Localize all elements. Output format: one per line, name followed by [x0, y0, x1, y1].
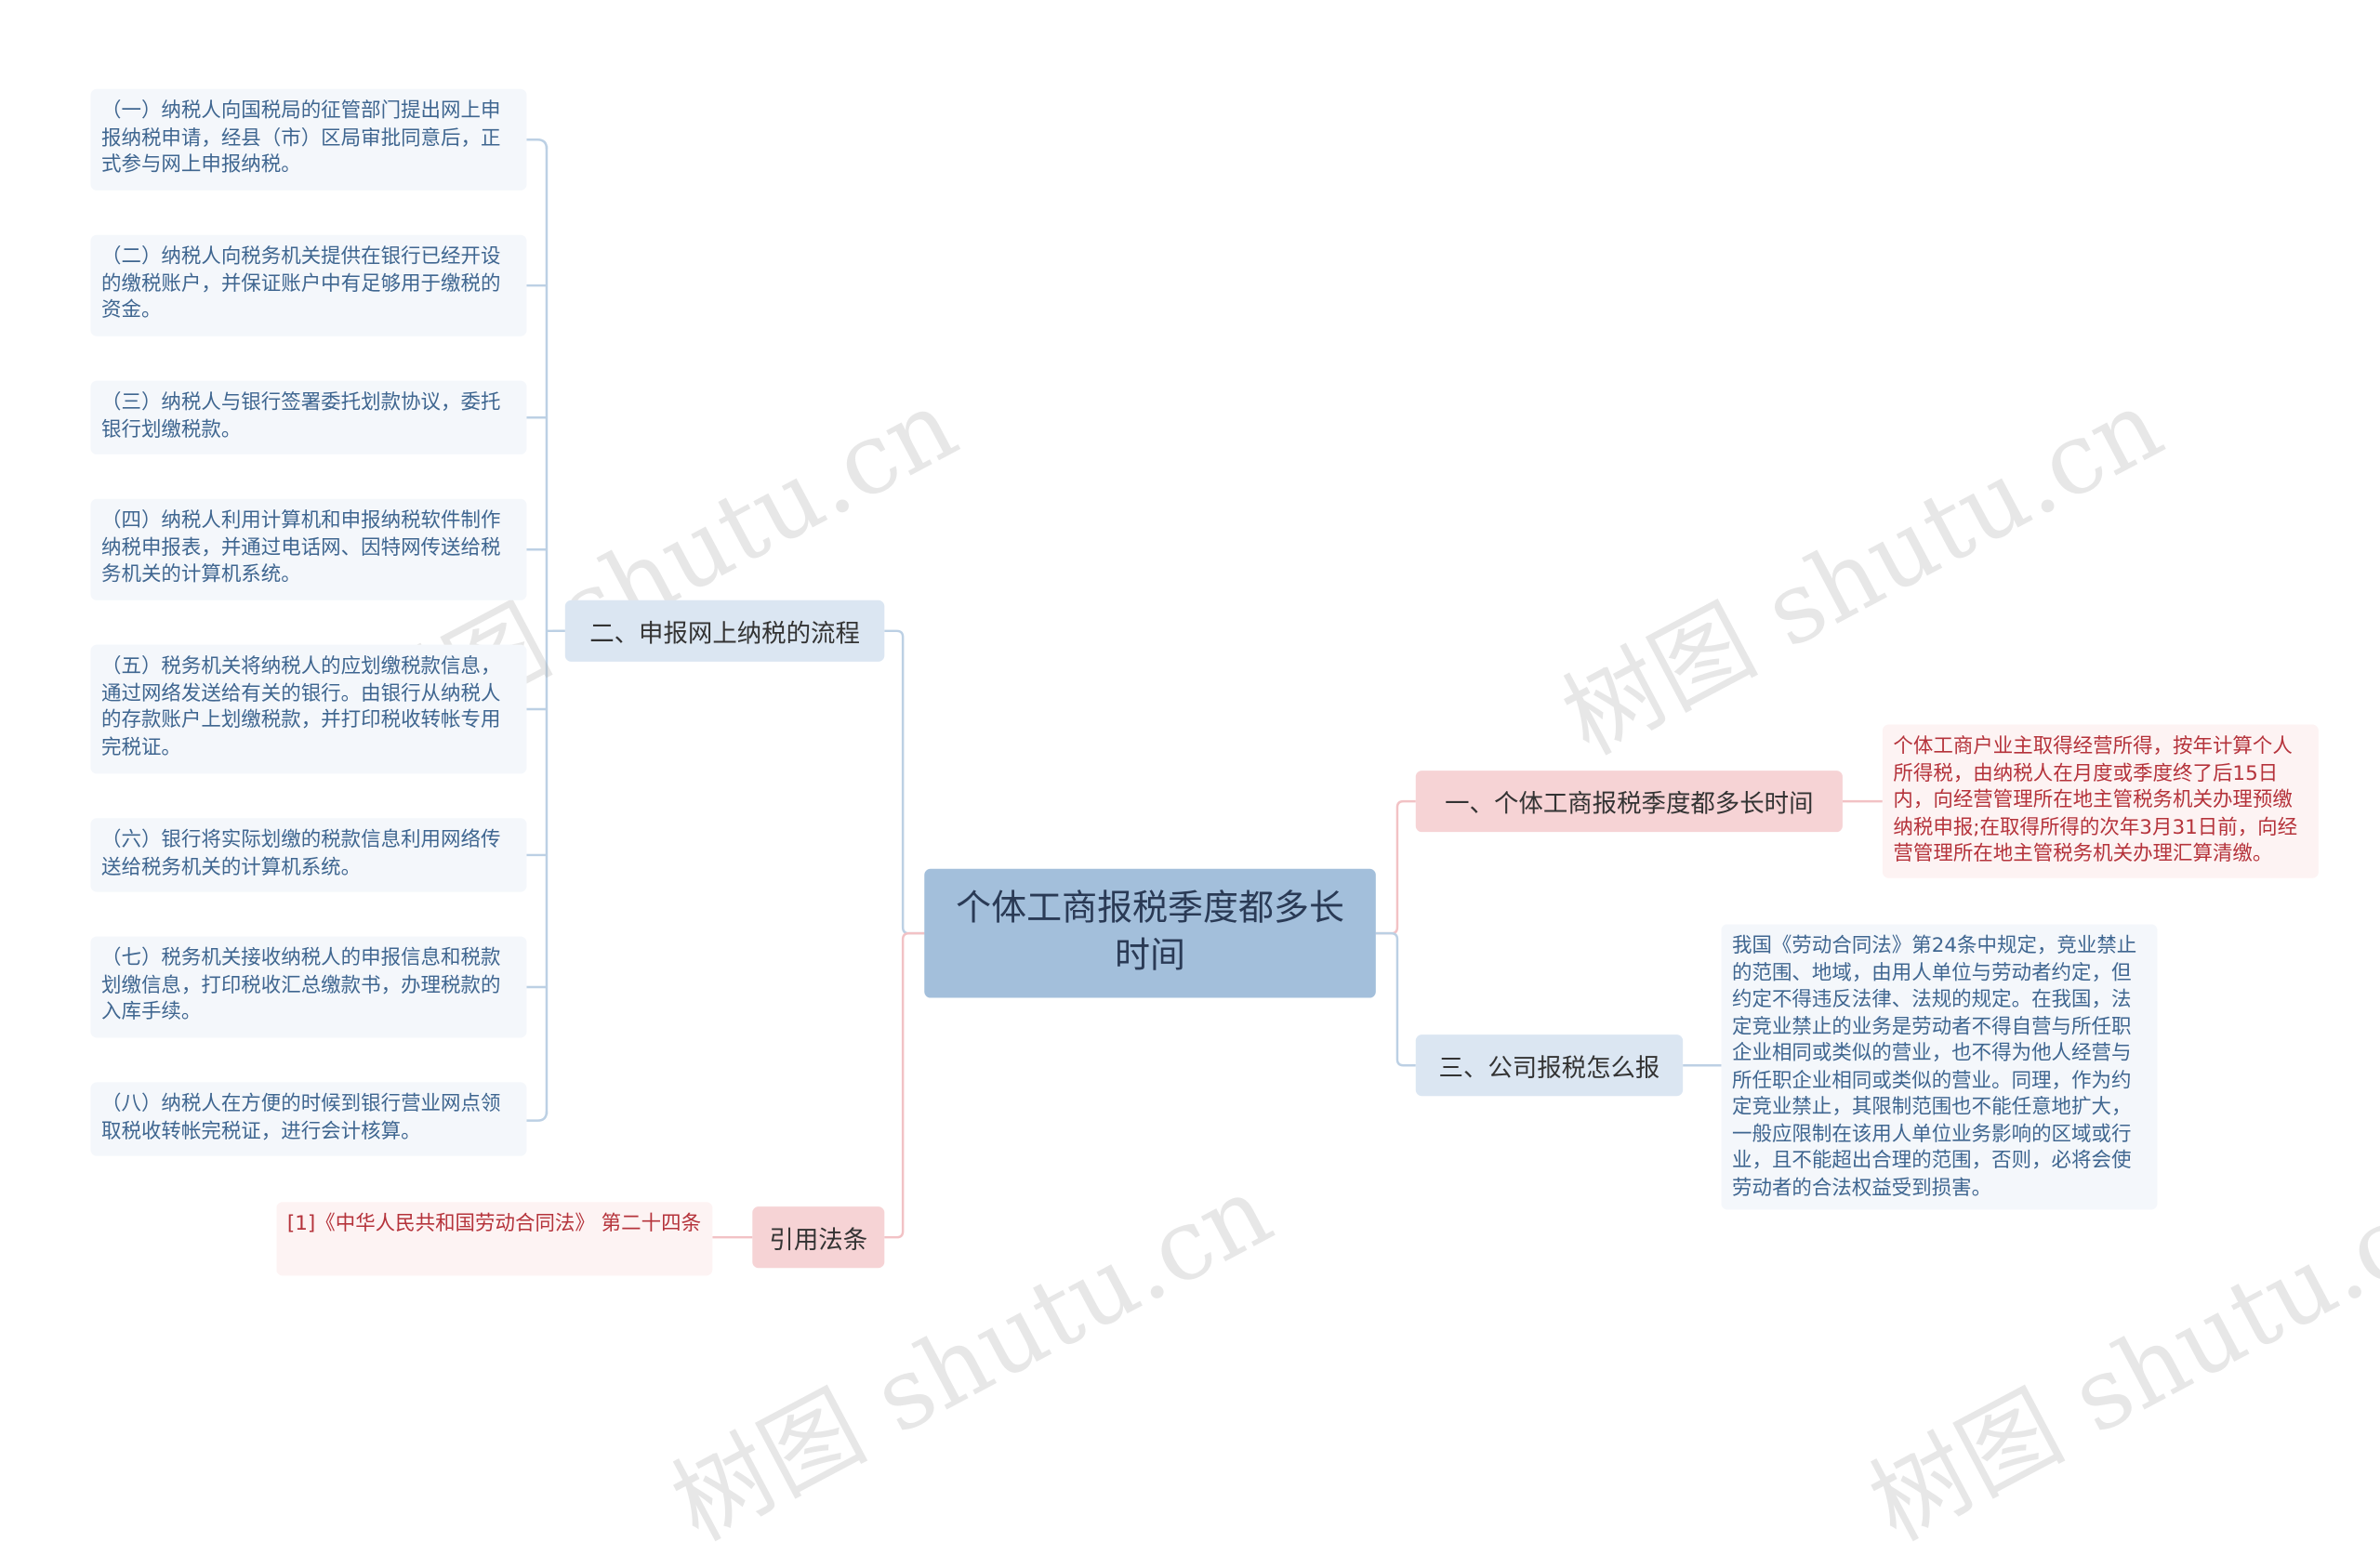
branch-process-label: 二、申报网上纳税的流程	[589, 618, 860, 648]
step-node[interactable]: （八）纳税人在方便的时候到银行营业网点领取税收转帐完税证，进行会计核算。	[90, 1082, 527, 1156]
step-text: （四）纳税人利用计算机和申报纳税软件制作纳税申报表，并通过电话网、因特网传送给税…	[101, 509, 501, 586]
root-topic-label: 个体工商报税季度都多长时间	[956, 889, 1344, 977]
step-text: （二）纳税人向税务机关提供在银行已经开设的缴税账户，并保证账户中有足够用于缴税的…	[101, 245, 501, 323]
step-node[interactable]: （一）纳税人向国税局的征管部门提出网上申报纳税申请，经县（市）区局审批同意后，正…	[90, 88, 527, 191]
branch-company-label: 三、公司报税怎么报	[1438, 1052, 1660, 1083]
step-text: （八）纳税人在方便的时候到银行营业网点领取税收转帐完税证，进行会计核算。	[101, 1092, 501, 1143]
branch-duration-label: 一、个体工商报税季度都多长时间	[1445, 788, 1814, 819]
step-text: （一）纳税人向国税局的征管部门提出网上申报纳税申请，经县（市）区局审批同意后，正…	[101, 99, 501, 177]
connector-root-process	[884, 629, 925, 935]
step-node[interactable]: （三）纳税人与银行签署委托划款协议，委托银行划缴税款。	[90, 380, 527, 455]
step-node[interactable]: （五）税务机关将纳税人的应划缴税款信息，通过网络发送给有关的银行。由银行从纳税人…	[90, 644, 527, 774]
connector-lines	[526, 138, 1883, 1239]
step-node[interactable]: （二）纳税人向税务机关提供在银行已经开设的缴税账户，并保证账户中有足够用于缴税的…	[90, 234, 527, 336]
step-text: （六）银行将实际划缴的税款信息利用网络传送给税务机关的计算机系统。	[101, 828, 501, 879]
step-text: （三）纳税人与银行签署委托划款协议，委托银行划缴税款。	[101, 391, 501, 441]
branch-duration[interactable]: 一、个体工商报税季度都多长时间	[1415, 771, 1843, 833]
company-detail-text: 我国《劳动合同法》第24条中规定，竞业禁止的范围、地域，由用人单位与劳动者约定，…	[1732, 934, 2137, 1200]
branch-law[interactable]: 引用法条	[752, 1206, 885, 1269]
root-topic[interactable]: 个体工商报税季度都多长时间	[924, 868, 1376, 998]
branch-process[interactable]: 二、申报网上纳税的流程	[564, 600, 885, 662]
branch-company[interactable]: 三、公司报税怎么报	[1415, 1034, 1684, 1097]
branch-law-label: 引用法条	[769, 1224, 868, 1255]
connector-root-company	[1375, 931, 1416, 1067]
law-reference-text: [1]《中华人民共和国劳动合同法》 第二十四条	[286, 1212, 702, 1236]
law-reference[interactable]: [1]《中华人民共和国劳动合同法》 第二十四条	[276, 1202, 713, 1276]
step-node[interactable]: （四）纳税人利用计算机和申报纳税软件制作纳税申报表，并通过电话网、因特网传送给税…	[90, 498, 527, 600]
step-node[interactable]: （七）税务机关接收纳税人的申报信息和税款划缴信息，打印税收汇总缴款书，办理税款的…	[90, 936, 527, 1038]
company-detail[interactable]: 我国《劳动合同法》第24条中规定，竞业禁止的范围、地域，由用人单位与劳动者约定，…	[1721, 924, 2158, 1210]
step-text: （五）税务机关将纳税人的应划缴税款信息，通过网络发送给有关的银行。由银行从纳税人…	[101, 655, 501, 759]
duration-detail[interactable]: 个体工商户业主取得经营所得，按年计算个人所得税，由纳税人在月度或季度终了后15日…	[1882, 724, 2319, 878]
connector-root-duration	[1375, 799, 1416, 935]
step-node[interactable]: （六）银行将实际划缴的税款信息利用网络传送给税务机关的计算机系统。	[90, 818, 527, 892]
duration-detail-text: 个体工商户业主取得经营所得，按年计算个人所得税，由纳税人在月度或季度终了后15日…	[1893, 735, 2298, 866]
mind-map-canvas: 树图 shutu.cn 树图 shutu.cn 树图 shutu.cn 树图 s…	[90, 88, 2380, 1563]
step-text: （七）税务机关接收纳税人的申报信息和税款划缴信息，打印税收汇总缴款书，办理税款的…	[101, 947, 501, 1024]
connector-root-law	[884, 931, 925, 1239]
